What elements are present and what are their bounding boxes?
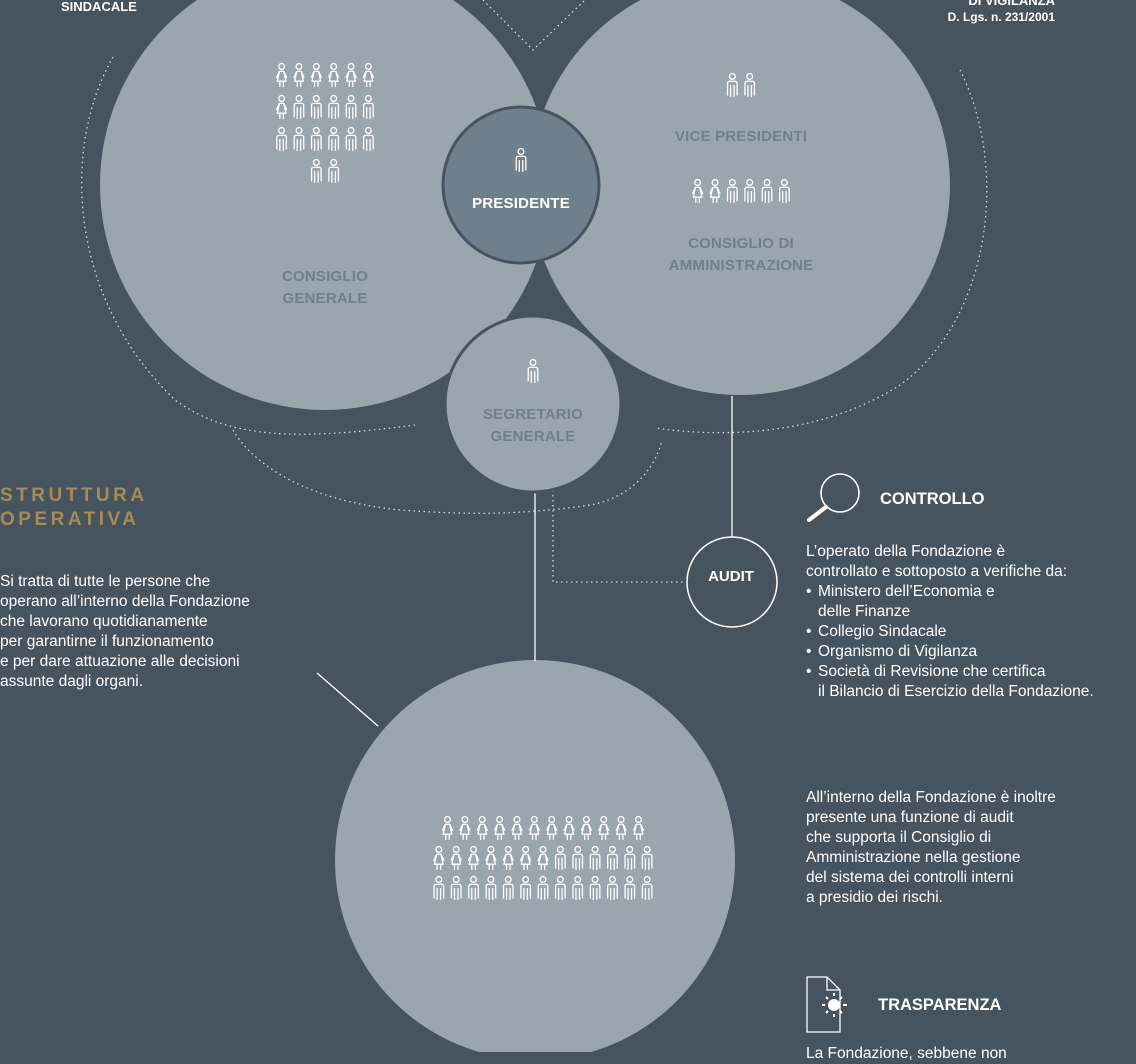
segretario-generale-line-2: GENERALE [490, 428, 576, 445]
trasparenza-text: La Fondazione, sebbene non [806, 1045, 1007, 1062]
controllo-item-line: Organismo di Vigilanza [818, 643, 978, 660]
audit-label: AUDIT [708, 568, 754, 585]
controllo-list-item: Organismo di Vigilanza [806, 642, 1094, 662]
controllo-text2-line: Amministrazione nella gestione [806, 849, 1021, 866]
consiglio-amministrazione-line-2: AMMINISTRAZIONE [668, 257, 814, 274]
struttura-text-line: assunte dagli organi. [0, 673, 144, 690]
controllo-text2-line: del sistema dei controlli interni [806, 869, 1014, 886]
organismo-vigilanza-law: D. Lgs. n. 231/2001 [947, 10, 1055, 24]
consiglio-generale-circle [100, 0, 550, 410]
segretario-generale-label: SEGRETARIO GENERALE [473, 404, 593, 448]
controllo-list-item: Collegio Sindacale [806, 622, 1094, 642]
struttura-text-line: che lavorano quotidianamente [0, 613, 208, 630]
struttura-text-line: per garantirne il funzionamento [0, 633, 214, 650]
controllo-list-item: Società di Revisione che certifica il Bi… [806, 662, 1094, 702]
consiglio-amministrazione-circle [530, 0, 950, 395]
controllo-list: Ministero dell’Economia e delle Finanze … [806, 582, 1094, 702]
collegio-sindacale-label: SINDACALE [61, 0, 137, 14]
controllo-item-line: Collegio Sindacale [818, 623, 947, 640]
controllo-intro: L’operato della Fondazione è controllato… [806, 542, 1067, 582]
consiglio-amministrazione-line-1: CONSIGLIO DI [688, 235, 794, 252]
controllo-audit-text: All’interno della Fondazione è inoltre p… [806, 788, 1056, 908]
struttura-title-line-1: STRUTTURA [0, 485, 148, 506]
controllo-intro-line: controllato e sottoposto a verifiche da: [806, 563, 1068, 580]
controllo-text2-line: che supporta il Consiglio di [806, 829, 992, 846]
controllo-list-item: Ministero dell’Economia e delle Finanze [806, 582, 1094, 622]
controllo-item-line: Società di Revisione che certifica [818, 663, 1046, 680]
controllo-text2-line: a presidio dei rischi. [806, 889, 943, 906]
consiglio-generale-line-2: GENERALE [282, 290, 368, 307]
organismo-vigilanza-title: DI VIGILANZA [968, 0, 1055, 8]
dotted-arc-top-right [654, 69, 988, 434]
controllo-item-line: Ministero dell’Economia e [818, 583, 995, 600]
organismo-vigilanza-label: DI VIGILANZA D. Lgs. n. 231/2001 [880, 0, 1055, 25]
presidente-circle [441, 105, 601, 265]
document-sun-icon [806, 976, 847, 1033]
line-struttura-diagonal [316, 672, 379, 727]
controllo-text2-line: All’interno della Fondazione è inoltre [806, 789, 1056, 806]
controllo-item-line: delle Finanze [818, 603, 911, 620]
controllo-intro-line: L’operato della Fondazione è [806, 543, 1006, 560]
struttura-operativa-title: STRUTTURA OPERATIVA [0, 484, 148, 532]
struttura-text-line: Si tratta di tutte le persone che [0, 573, 211, 590]
dotted-audit-connector [552, 480, 686, 583]
struttura-text-line: e per dare attuazione alle decisioni [0, 653, 240, 670]
consiglio-generale-line-1: CONSIGLIO [282, 268, 368, 285]
controllo-item-line: il Bilancio di Esercizio della Fondazion… [818, 683, 1094, 700]
struttura-operativa-circle [335, 660, 735, 1052]
vice-presidenti-label: VICE PRESIDENTI [674, 128, 808, 145]
trasparenza-heading: TRASPARENZA [878, 996, 1002, 1014]
consiglio-amministrazione-label: CONSIGLIO DI AMMINISTRAZIONE [648, 233, 834, 277]
struttura-text-line: operano all’interno della Fondazione [0, 593, 250, 610]
segretario-generale-line-1: SEGRETARIO [482, 406, 584, 423]
controllo-text2-line: presente una funzione di audit [806, 809, 1014, 826]
struttura-operativa-text: Si tratta di tutte le persone che operan… [0, 572, 250, 692]
dotted-arc-bottom [232, 429, 663, 514]
controllo-heading: CONTROLLO [880, 490, 985, 508]
consiglio-generale-label: CONSIGLIO GENERALE [245, 266, 405, 310]
struttura-title-line-2: OPERATIVA [0, 509, 140, 530]
dotted-notch [482, 0, 586, 51]
audit-circle [686, 536, 778, 628]
segretario-generale-circle [443, 314, 623, 494]
presidente-label: PRESIDENTE [472, 195, 570, 212]
magnifier-icon [807, 473, 860, 522]
